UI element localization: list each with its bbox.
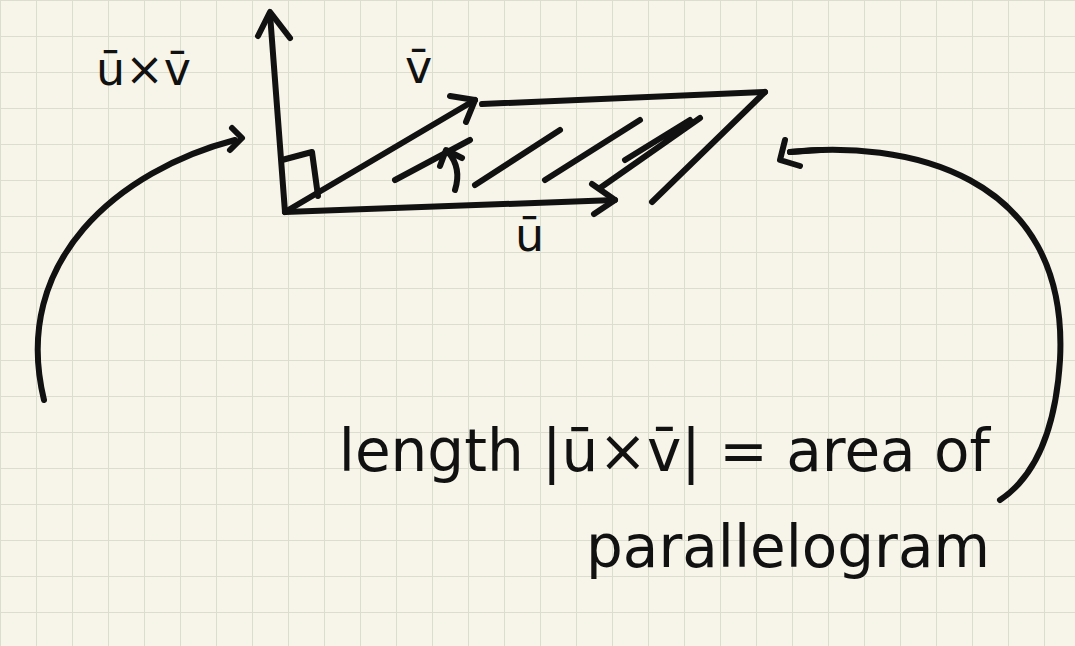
vector-label: ū×v̄ bbox=[96, 42, 191, 96]
note-text: length |ū×v̄| = area of parallelogram bbox=[40, 404, 990, 595]
right-angle-mark bbox=[282, 152, 318, 196]
leader-curve bbox=[38, 140, 235, 400]
vector-u bbox=[285, 200, 615, 212]
normal-vector bbox=[270, 14, 285, 212]
arrow-head bbox=[450, 96, 475, 122]
arrow-head bbox=[258, 12, 290, 38]
arrow-head bbox=[440, 150, 462, 166]
parallelogram-side bbox=[652, 92, 765, 202]
arrow-head bbox=[230, 128, 242, 150]
parallelogram-side bbox=[482, 92, 765, 104]
vector-v bbox=[285, 100, 475, 212]
vector-label: v̄ bbox=[405, 40, 432, 94]
vector-label: ū bbox=[515, 208, 544, 262]
area-hatching bbox=[395, 118, 700, 188]
arrow-head bbox=[780, 140, 820, 166]
